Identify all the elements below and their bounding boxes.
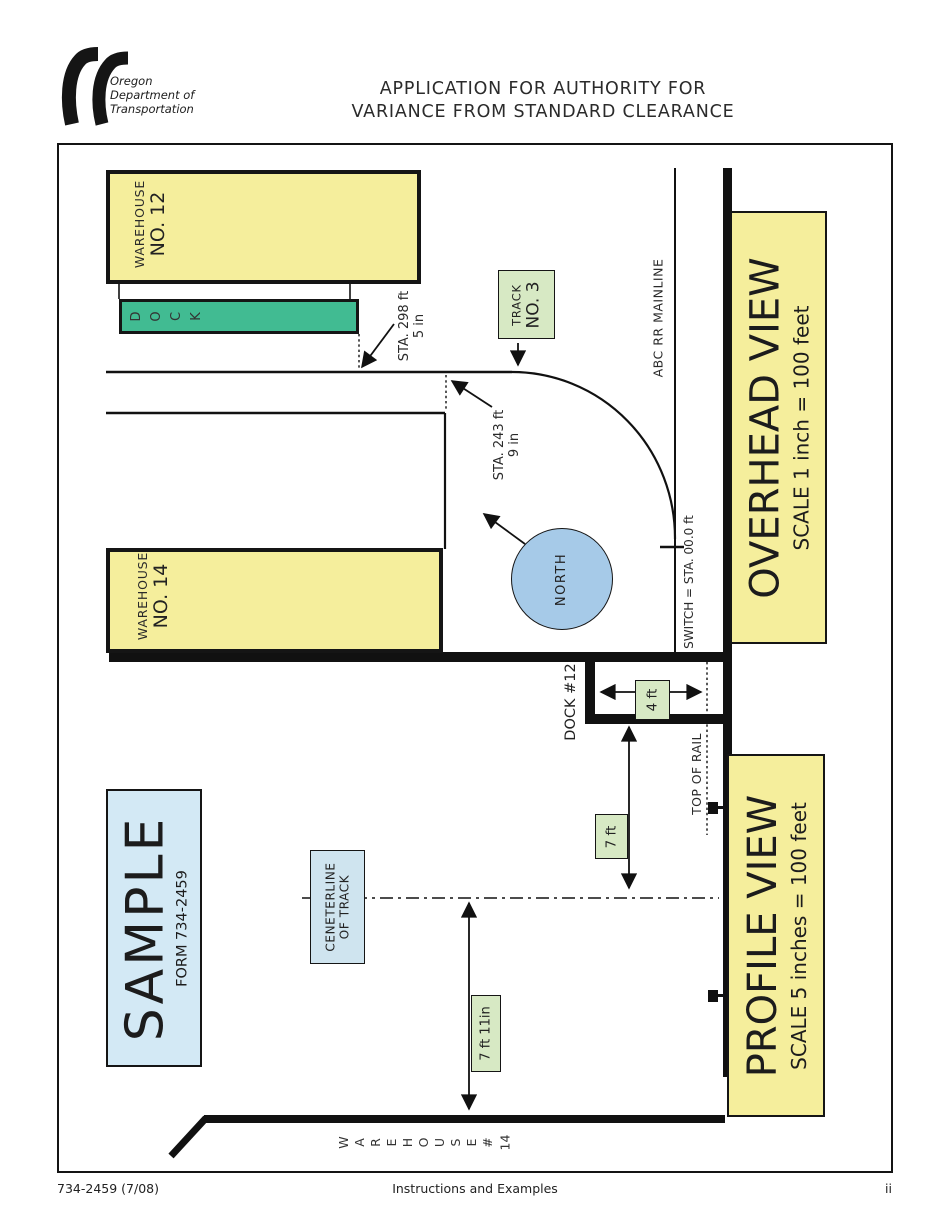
centerline-line2: OF TRACK (337, 874, 352, 940)
footer-page-number: ii (885, 1181, 892, 1196)
dim-4ft-label: 4 ft (644, 689, 660, 712)
switch-label-text: SWITCH = STA. 00.0 ft (682, 515, 696, 649)
dim-7ft11-text: 7 ft 11in (478, 1006, 494, 1061)
rail-section-1-base (717, 806, 725, 809)
sta243-line1: STA. 243 ft (492, 409, 507, 481)
warehouse14-box (106, 548, 443, 653)
sta298-label: STA. 298 ft 5 in (395, 284, 429, 368)
dim-7ft11-label: 7 ft 11in (479, 1006, 494, 1060)
footer-form-number: 734-2459 (7/08) (57, 1181, 159, 1196)
form-title-line1: APPLICATION FOR AUTHORITY FOR (379, 79, 707, 99)
warehouse14-label: WAREHOUSE NO. 14 (130, 541, 176, 651)
dock-letter-o: O (149, 311, 164, 322)
track3-label: TRACK NO. 3 (509, 281, 543, 328)
dock-letter-c: C (169, 311, 184, 322)
warehouse14-label-line1: WAREHOUSE (134, 551, 150, 641)
sample-box: SAMPLE FORM 734-2459 (106, 789, 202, 1067)
profile-view-title-text: PROFILE VIEW (740, 794, 786, 1077)
dock12-label-text: DOCK #12 (563, 663, 579, 741)
sta298-line2: 5 in (412, 313, 427, 339)
wh14-letter: A (352, 1137, 367, 1147)
track3-line1: TRACK (509, 283, 524, 326)
footer-title: Instructions and Examples (392, 1181, 558, 1196)
wh14-letter: R (368, 1137, 383, 1147)
overhead-view-title: OVERHEAD VIEW SCALE 1 inch = 100 feet (742, 256, 814, 599)
centerline-label: CENETERLINE OF TRACK (324, 862, 352, 951)
wh14-letter: W (336, 1135, 351, 1149)
top-of-rail-text: TOP OF RAIL (688, 733, 704, 815)
warehouse14-label-line2: NO. 14 (149, 563, 172, 629)
profile-view-title: PROFILE VIEW SCALE 5 inches = 100 feet (740, 794, 811, 1077)
odot-logo (61, 47, 129, 126)
sta298-arrow (361, 323, 395, 369)
profile-view-title-box: PROFILE VIEW SCALE 5 inches = 100 feet (727, 754, 825, 1117)
form-title-line2: VARIANCE FROM STANDARD CLEARANCE (351, 102, 735, 122)
logo-line-1: Oregon (110, 74, 153, 88)
sta243-line2: 9 in (507, 432, 522, 458)
north-circle: NORTH (511, 528, 613, 630)
wall-break-line (168, 1115, 209, 1159)
odot-logo-text: Oregon Department of Transportation (110, 74, 194, 116)
warehouse12-label: WAREHOUSE NO. 12 (127, 169, 173, 279)
sta243-arrow (450, 380, 493, 408)
warehouse12-label-line1: WAREHOUSE (131, 179, 147, 269)
rail-section-2-base (717, 994, 725, 997)
profile-view-scale-text: SCALE 5 inches = 100 feet (787, 801, 811, 1070)
wh14-letter: E (384, 1138, 399, 1146)
centerline-box: CENETERLINE OF TRACK (310, 850, 365, 964)
profile-ground-bar (723, 168, 732, 1077)
mainline-label-text: ABC RR MAINLINE (650, 258, 665, 378)
warehouse12-label-line2: NO. 12 (146, 191, 169, 257)
dock-profile-vertical (585, 662, 595, 724)
dim-7ft-box: 7 ft (595, 814, 628, 859)
overhead-view-scale-text: SCALE 1 inch = 100 feet (789, 305, 814, 550)
wh14-letter: # (480, 1136, 495, 1148)
logo-line-3: Transportation (110, 102, 194, 116)
wh14-letter: O (416, 1137, 431, 1147)
centerline-line1: CENETERLINE (323, 862, 338, 952)
north-label-text: NORTH (554, 552, 570, 606)
switch-label: SWITCH = STA. 00.0 ft (680, 509, 698, 655)
dim-7ft11-box: 7 ft 11in (471, 995, 501, 1072)
sta298-line1: STA. 298 ft (397, 290, 412, 362)
overhead-view-title-text: OVERHEAD VIEW (742, 256, 789, 599)
sample-word: SAMPLE (115, 815, 176, 1041)
dock12-label: DOCK #12 (561, 656, 581, 748)
dock-letter-d: D (129, 311, 144, 322)
top-of-rail-label: TOP OF RAIL (687, 728, 705, 820)
dim-7ft-label: 7 ft (603, 825, 619, 848)
dim-4ft-box: 4 ft (635, 680, 670, 720)
wh14-letter: H (400, 1137, 415, 1147)
diagram-border: WAREHOUSE NO. 12 D O C K STA. 298 ft 5 i… (57, 143, 893, 1173)
dock-letter-k: K (189, 312, 204, 321)
overhead-view-title-box: OVERHEAD VIEW SCALE 1 inch = 100 feet (730, 211, 827, 644)
rail-section-2 (708, 990, 718, 1002)
rail-section-1 (708, 802, 718, 814)
dim-4ft-text: 4 ft (644, 688, 661, 712)
sta243-label: STA. 243 ft 9 in (490, 400, 524, 490)
warehouse14-wall-label: W A R E H O U S E # 14 (336, 1129, 513, 1155)
track3-line2: NO. 3 (523, 280, 544, 329)
overhead-bottom-bar (109, 652, 726, 662)
form-title: APPLICATION FOR AUTHORITY FOR VARIANCE F… (193, 78, 893, 124)
wh14-letter: U (432, 1137, 447, 1147)
wh14-letter: S (448, 1138, 463, 1146)
wh14-letter: 14 (497, 1134, 513, 1150)
north-arrow (482, 513, 526, 545)
warehouse12-box (106, 170, 421, 284)
warehouse14-wall-profile (204, 1115, 725, 1123)
sample-label: SAMPLE FORM 734-2459 (115, 815, 191, 1041)
dock-box: D O C K (119, 299, 359, 334)
track3-box: TRACK NO. 3 (498, 270, 555, 339)
sample-form-number: FORM 734-2459 (174, 869, 191, 987)
dim-7ft-text: 7 ft (603, 825, 620, 848)
north-label: NORTH (554, 552, 569, 605)
logo-line-2: Department of (110, 88, 195, 102)
track-curve (511, 370, 677, 540)
wh14-letter: E (464, 1138, 479, 1146)
mainline-label: ABC RR MAINLINE (649, 251, 667, 386)
